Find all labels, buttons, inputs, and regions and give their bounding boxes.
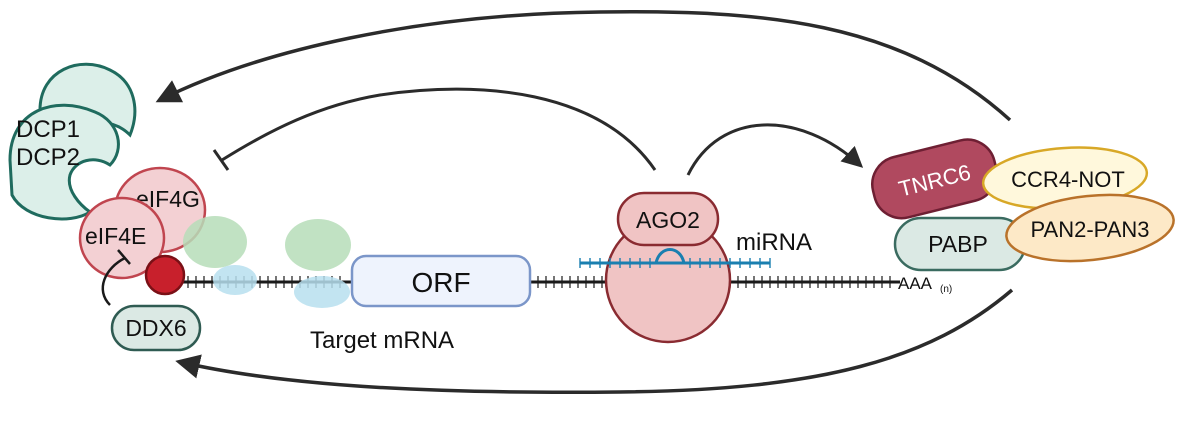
dcp1-label: DCP1 <box>16 116 80 143</box>
ccr4-not-label: CCR4-NOT <box>1011 167 1125 192</box>
cap-icon <box>144 254 186 296</box>
orf: ORF <box>350 254 532 308</box>
ddx6-inhibit-bar <box>117 249 131 265</box>
target-mrna-label: Target mRNA <box>310 327 454 354</box>
arrow-inhibit-translation <box>221 87 657 171</box>
polya-label: AAA <box>898 274 933 293</box>
pan2-pan3: PAN2-PAN3 <box>1005 193 1175 263</box>
dcp2-shape <box>8 103 120 221</box>
arrow-to-ddx6 <box>175 288 1014 395</box>
ago2: AGO2 <box>604 191 732 344</box>
eif4e-label: eIF4E <box>85 223 146 249</box>
dcp2-label: DCP2 <box>16 144 80 171</box>
inhibit-bar <box>212 149 230 171</box>
eif4e: eIF4E <box>78 196 166 280</box>
dcp-complex: DCP1 DCP2 <box>8 62 137 221</box>
pabp-label: PABP <box>928 231 988 257</box>
ddx6-label: DDX6 <box>125 315 186 341</box>
ribosome-2 <box>285 219 351 308</box>
mirna-duplex <box>579 248 771 268</box>
ddx6-to-eif4e-arrow <box>101 256 126 306</box>
pabp: PABP <box>893 216 1027 272</box>
mirna-label: miRNA <box>736 229 812 256</box>
arrow-to-tnrc6 <box>686 123 864 176</box>
pan2-pan3-label: PAN2-PAN3 <box>1030 217 1149 242</box>
ribosome-1 <box>183 216 257 295</box>
polya-subscript: (n) <box>940 284 952 295</box>
ddx6: DDX6 <box>110 304 202 352</box>
tnrc6: TNRC6 <box>871 138 998 220</box>
arrow-to-decapping <box>155 10 1012 122</box>
ccr4-not: CCR4-NOT <box>981 146 1149 210</box>
orf-label: ORF <box>411 267 470 298</box>
ago2-label: AGO2 <box>636 207 700 233</box>
